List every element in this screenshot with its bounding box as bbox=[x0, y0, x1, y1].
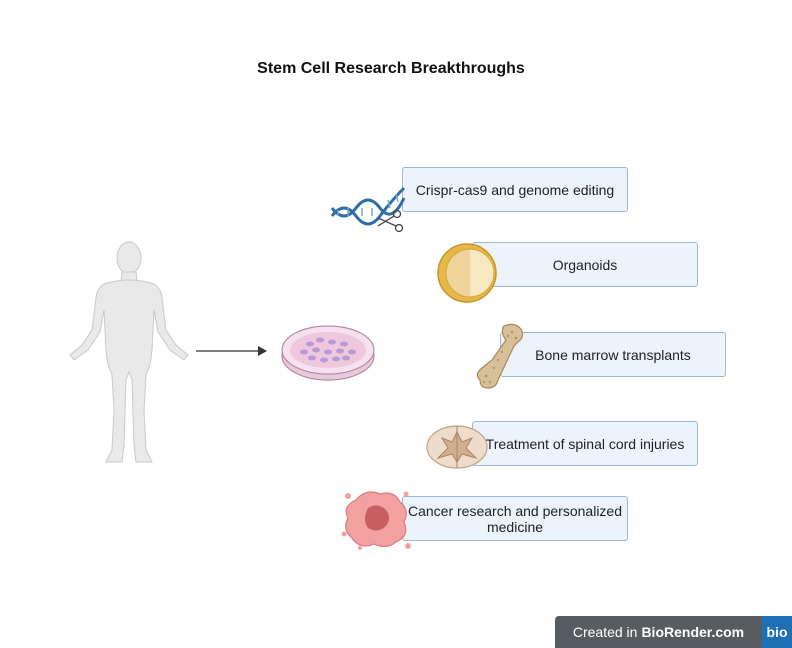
item-label: Organoids bbox=[552, 256, 618, 273]
diagram-title: Stem Cell Research Breakthroughs bbox=[257, 60, 525, 77]
item-box-bone-marrow: Bone marrow transplants bbox=[500, 332, 726, 377]
item-label: Treatment of spinal cord injuries bbox=[485, 435, 685, 452]
biorender-logo-icon: bio bbox=[762, 616, 792, 648]
human-body-icon bbox=[69, 241, 189, 463]
item-box-crispr: Crispr-cas9 and genome editing bbox=[402, 167, 628, 212]
item-box-cancer: Cancer research and personalized medicin… bbox=[402, 496, 628, 541]
petri-dish-icon bbox=[281, 325, 375, 381]
item-label: Bone marrow transplants bbox=[535, 346, 691, 363]
badge-brand: BioRender.com bbox=[641, 624, 745, 640]
organoid-icon bbox=[437, 243, 497, 303]
item-label: Crispr-cas9 and genome editing bbox=[415, 181, 615, 198]
item-box-organoids: Organoids bbox=[472, 242, 698, 287]
badge-prefix: Created in bbox=[572, 624, 638, 640]
item-box-spinal-cord: Treatment of spinal cord injuries bbox=[472, 421, 698, 466]
dna-scissors-icon bbox=[330, 186, 406, 233]
arrow-icon bbox=[196, 346, 267, 356]
bone-icon bbox=[476, 323, 524, 389]
tumor-icon bbox=[341, 491, 411, 550]
item-label: Cancer research and personalized medicin… bbox=[407, 502, 622, 535]
spinal-cord-icon bbox=[426, 425, 488, 469]
